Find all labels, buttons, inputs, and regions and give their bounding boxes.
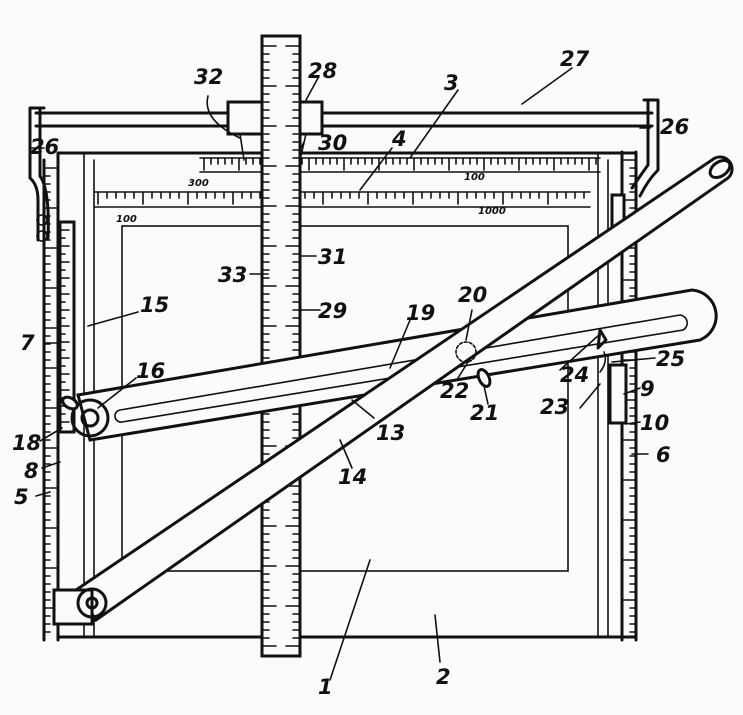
top-scale-3: [199, 157, 601, 173]
top-crossbar: [28, 98, 660, 242]
label-29: 29: [318, 299, 347, 323]
left-scale-rail: [42, 158, 76, 642]
label-22: 22: [440, 379, 469, 403]
label-13: 13: [376, 421, 405, 445]
scale-mark-1000: 1000: [478, 206, 506, 217]
label-26-left: 26: [30, 135, 59, 159]
label-33: 33: [218, 263, 247, 287]
label-2: 2: [436, 665, 451, 689]
label-26-right: 26: [660, 115, 689, 139]
reference-numerals: 1 2 3 4 5 6 7 8 9 10 13 14 15 16 18 19 2…: [12, 47, 689, 699]
label-21: 21: [470, 401, 499, 425]
label-15: 15: [140, 293, 169, 317]
label-8: 8: [24, 459, 39, 483]
label-27: 27: [560, 47, 590, 71]
lower-scale-4: [93, 191, 591, 208]
pivot-20: [455, 341, 492, 388]
clamp-24: [596, 328, 608, 373]
label-20: 20: [458, 283, 487, 307]
scale-mark-300: 300: [188, 178, 209, 189]
label-14: 14: [338, 465, 367, 489]
vertical-ruler: [260, 34, 302, 658]
label-19: 19: [406, 301, 435, 325]
leader-lines: [29, 67, 656, 681]
label-3: 3: [444, 71, 459, 95]
pivot-16: [61, 395, 110, 438]
scale-mark-100-lower: 100: [116, 214, 137, 225]
label-30: 30: [318, 131, 347, 155]
label-1: 1: [318, 675, 333, 699]
label-18: 18: [12, 431, 41, 455]
scale-mark-100-top: 100: [464, 172, 485, 183]
label-5: 5: [14, 485, 29, 509]
straightedge-arm: [52, 155, 734, 626]
label-23: 23: [540, 395, 569, 419]
label-4: 4: [391, 127, 407, 151]
label-6: 6: [656, 443, 671, 467]
label-25: 25: [656, 347, 685, 371]
label-10: 10: [640, 411, 669, 435]
label-28: 28: [308, 59, 337, 83]
label-7: 7: [20, 331, 35, 355]
label-16: 16: [136, 359, 165, 383]
label-24: 24: [560, 363, 589, 387]
label-31: 31: [318, 245, 347, 269]
label-32: 32: [194, 65, 223, 89]
label-9: 9: [640, 377, 655, 401]
